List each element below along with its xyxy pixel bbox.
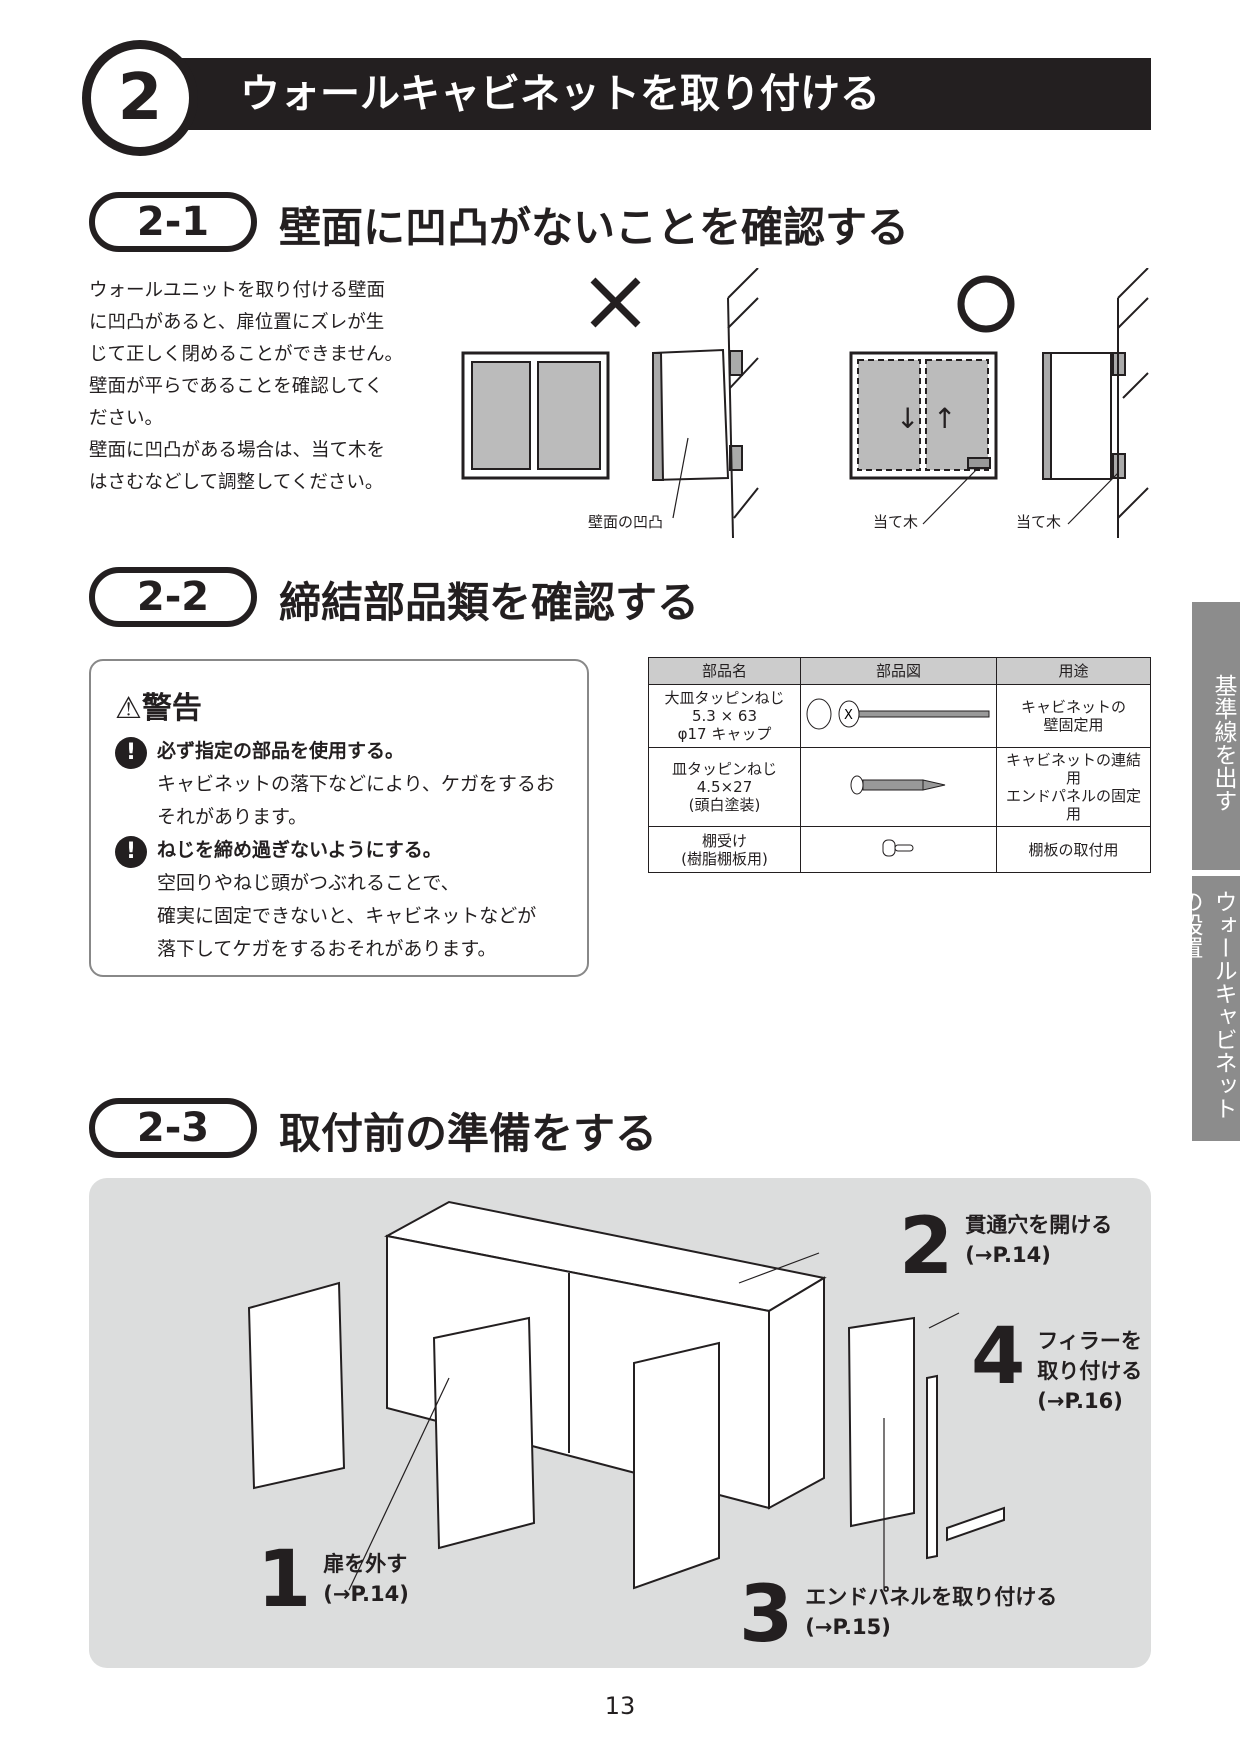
page-number: 13	[604, 1692, 636, 1720]
text-line: ださい。	[89, 408, 164, 429]
side-tab-baseline[interactable]: 基準線を出す	[1192, 602, 1240, 870]
wall-diagram: ↓↑ 壁面の凹凸 当て木 当て木	[461, 268, 1149, 539]
warning-item: ! ねじを締め過ぎないようにする。空回りやねじ頭がつぶれることで、確実に固定でき…	[115, 834, 563, 966]
warning-title: ⚠警告	[115, 691, 202, 726]
svg-text:X: X	[844, 708, 853, 723]
subsection-title-2-1: 壁面に凹凸がないことを確認する	[279, 203, 910, 252]
warning-head: ねじを締め過ぎないようにする。	[157, 839, 442, 861]
section-number-badge: 2	[82, 40, 198, 156]
circle-ok-icon	[957, 275, 1015, 333]
shelf-pin-figure	[800, 826, 997, 873]
svg-text:↓: ↓	[896, 402, 919, 435]
warning-head: 必ず指定の部品を使用する。	[157, 740, 405, 762]
bad-cabinet-front	[461, 351, 610, 480]
col-header: 部品名	[648, 657, 801, 685]
warning-line: 落下してケガをするおそれがあります。	[157, 938, 497, 960]
good-cabinet-front: ↓↑	[849, 351, 998, 480]
cap-screw-figure: X	[800, 684, 997, 748]
caption-bad: 壁面の凹凸	[588, 513, 663, 531]
subsection-badge-2-3: 2-3	[89, 1098, 257, 1158]
text-line: はさむなどして調整してください。	[89, 472, 384, 493]
text-line: 壁面に凹凸がある場合は、当て木を	[89, 440, 386, 461]
col-header: 部品図	[800, 657, 997, 685]
warning-line: 確実に固定できないと、キャビネットなどが	[157, 905, 537, 927]
side-tab-wall-cabinet[interactable]: ウォールキャビネットの設置	[1176, 876, 1240, 1141]
wall-check-text: ウォールユニットを取り付ける壁面 に凹凸があると、扉位置にズレが生 じて正しく閉…	[89, 275, 419, 499]
screw-figure	[800, 747, 997, 827]
section-title: ウォールキャビネットを取り付ける	[134, 58, 1151, 130]
subsection-title-2-3: 取付前の準備をする	[279, 1109, 658, 1158]
svg-text:↑: ↑	[933, 402, 956, 435]
good-cabinet-side	[1042, 268, 1149, 538]
warning-line: 空回りやねじ頭がつぶれることで、	[157, 872, 460, 894]
caption-good-1: 当て木	[873, 513, 918, 531]
subsection-badge-2-1: 2-1	[89, 192, 257, 252]
subsection-title-2-2: 締結部品類を確認する	[279, 578, 700, 627]
text-line: に凹凸があると、扉位置にズレが生	[89, 312, 385, 333]
warning-line: それがあります。	[157, 806, 308, 828]
text-line: ウォールユニットを取り付ける壁面	[89, 280, 386, 301]
bad-cabinet-side	[652, 268, 759, 539]
exclamation-icon: !	[115, 836, 147, 868]
cross-icon	[590, 277, 641, 328]
table-row: 皿タッピンねじ4.5×27(頭白塗装) キャビネットの連結用エンドパネルの固定用	[648, 747, 1151, 827]
caption-good-2: 当て木	[1016, 513, 1061, 531]
col-header: 用途	[996, 657, 1151, 685]
text-line: 壁面が平らであることを確認してく	[89, 376, 384, 397]
text-line: じて正しく閉めることができません。	[89, 344, 403, 365]
subsection-badge-2-2: 2-2	[89, 567, 257, 627]
exclamation-icon: !	[115, 737, 147, 769]
warning-item: ! 必ず指定の部品を使用する。キャビネットの落下などにより、ケガをするおそれがあ…	[115, 735, 563, 834]
table-row: 棚受け(樹脂棚板用) 棚板の取付用	[648, 826, 1151, 873]
warning-box: ⚠警告 ! 必ず指定の部品を使用する。キャビネットの落下などにより、ケガをするお…	[89, 659, 589, 977]
cabinet-exploded-illustration	[247, 1200, 1005, 1591]
warning-triangle-icon: ⚠	[115, 691, 142, 726]
warning-line: キャビネットの落下などにより、ケガをするお	[157, 773, 555, 795]
